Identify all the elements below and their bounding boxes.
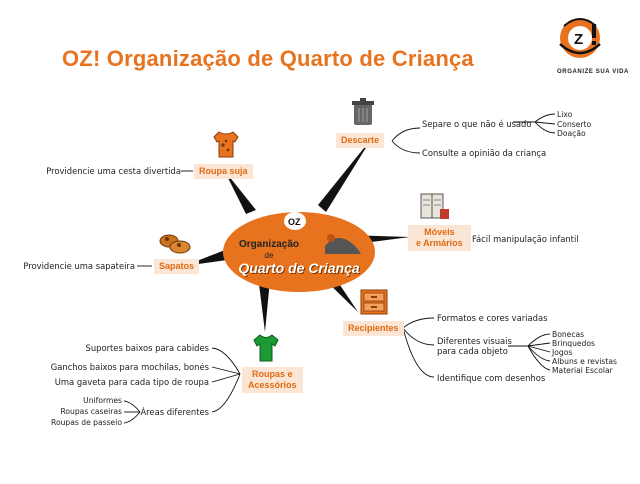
brace-descarte-sub — [513, 121, 535, 123]
branch-roupas-line1: Roupas e — [252, 369, 293, 379]
roupas-item-1: Suportes baixos para cabides — [85, 343, 210, 353]
recipientes-item-3: para cada objeto — [437, 346, 508, 356]
wardrobe-icon — [420, 193, 449, 219]
center-line-3: Quarto de Criança — [238, 260, 360, 276]
recipientes-sub-4: Albuns e revistas — [552, 357, 617, 366]
spoke-roupa-suja — [224, 170, 256, 214]
brace-recipientes-sub — [508, 345, 528, 347]
shirt-icon — [253, 334, 279, 362]
spoke-roupas — [258, 276, 270, 332]
moveis-item-1: Fácil manipulação infantil — [472, 234, 579, 244]
roupa-suja-item-1: Providencie uma cesta divertida — [46, 166, 181, 176]
descarte-sub-3: Doação — [557, 129, 586, 138]
center-line-1: Organização — [238, 239, 300, 250]
descarte-item-1: Separe o que não é usado — [422, 119, 532, 129]
roupas-item-2: Ganchos baixos para mochilas, bonés — [50, 362, 209, 372]
sapatos-item-1: Providencie uma sapateira — [23, 261, 135, 271]
oz-logo-icon: Z — [559, 18, 601, 58]
roupas-sub-3: Roupas de passeio — [51, 418, 122, 427]
recipientes-sub-5: Material Escolar — [552, 366, 613, 375]
page-title: OZ! Organização de Quarto de Criança — [62, 46, 474, 71]
dirty-clothes-icon — [213, 131, 239, 158]
branch-moveis-line1: Móveis — [424, 227, 455, 237]
branch-recipientes: Recipientes — [343, 321, 404, 336]
svg-text:OZ: OZ — [288, 217, 301, 227]
roupas-sub-1: Uniformes — [83, 396, 122, 405]
recipientes-sub-3: Jogos — [552, 348, 573, 357]
descarte-item-2: Consulte a opinião da criança — [422, 148, 547, 158]
spoke-descarte — [318, 138, 372, 212]
branch-descarte: Descarte — [336, 133, 385, 148]
branch-moveis: Móveis e Armários — [408, 225, 471, 251]
recipientes-item-1: Formatos e cores variadas — [437, 313, 548, 323]
center-line-2: de — [264, 251, 274, 260]
descarte-sub-1: Lixo — [557, 110, 573, 119]
branch-roupas: Roupas e Acessórios — [242, 367, 303, 393]
branch-roupas-line2: Acessórios — [248, 380, 297, 390]
storage-box-icon — [360, 289, 388, 315]
branch-sapatos: Sapatos — [154, 259, 200, 274]
trash-can-icon — [352, 98, 374, 125]
branch-moveis-line2: e Armários — [416, 238, 463, 248]
roupas-item-4: Áreas diferentes — [140, 407, 209, 417]
branch-roupa-suja: Roupa suja — [194, 164, 253, 179]
roupas-item-3: Uma gaveta para cada tipo de roupa — [54, 377, 209, 387]
svg-text:Z: Z — [574, 31, 583, 48]
recipientes-item-4: Identifique com desenhos — [437, 373, 546, 383]
logo-tagline: ORGANIZE SUA VIDA — [557, 69, 629, 75]
shoes-icon — [159, 234, 191, 254]
descarte-sub-2: Conserto — [557, 120, 592, 129]
recipientes-sub-1: Bonecas — [552, 330, 585, 339]
recipientes-item-2: Diferentes visuais — [437, 336, 512, 346]
center-node-shape: OZ — [223, 212, 375, 292]
roupas-sub-2: Roupas caseiras — [60, 407, 122, 416]
recipientes-sub-2: Brinquedos — [552, 339, 595, 348]
